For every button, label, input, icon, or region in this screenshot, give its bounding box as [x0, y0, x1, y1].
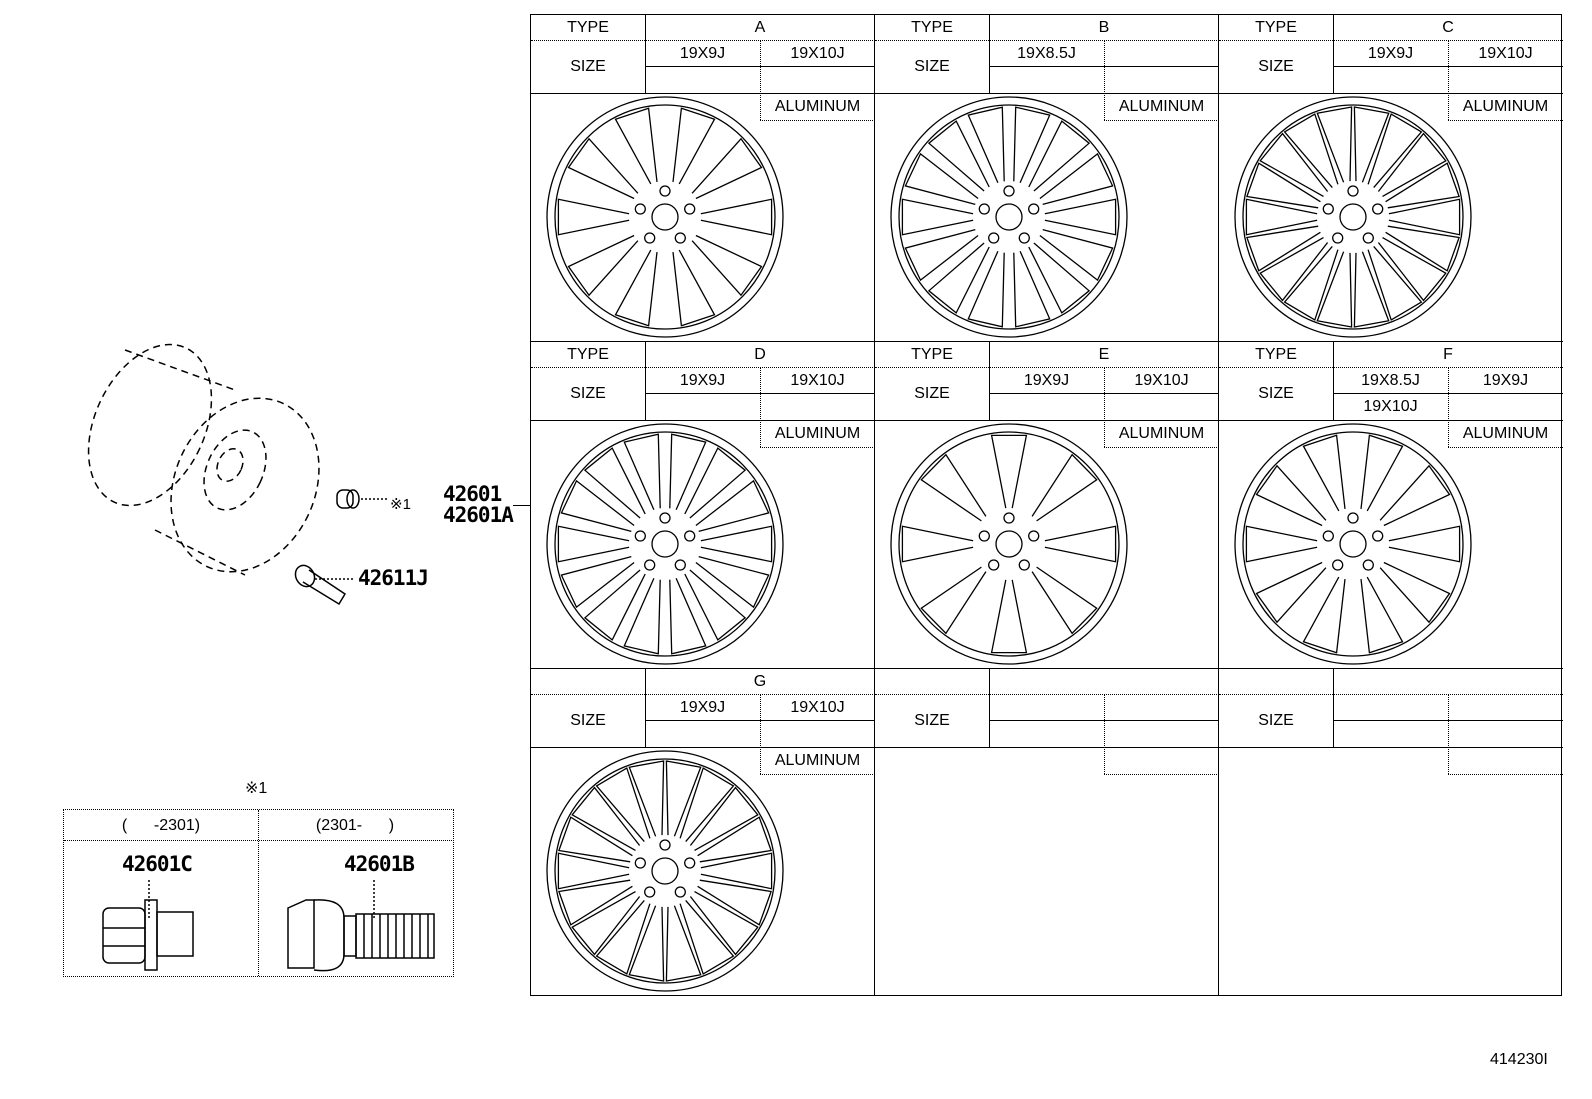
- wheel-type-cell-b: TYPE B SIZE 19X8.5J ALUMINUM: [875, 15, 1219, 342]
- wheel-drawing-icon: [890, 96, 1128, 338]
- lug-table-title: ※1: [245, 780, 268, 797]
- wheel-type-cell-e: TYPE E SIZE 19X9J 19X10J ALUMINUM: [875, 342, 1219, 669]
- size-label: SIZE: [570, 58, 606, 75]
- wheel-type-table: TYPE A SIZE 19X9J 19X10J ALUMINUM TYPE B SIZE 19X…: [530, 14, 1563, 996]
- size-label: SIZE: [570, 385, 606, 402]
- type-value: C: [1442, 19, 1454, 36]
- wheel-drawing-icon: [890, 423, 1128, 665]
- wheel-type-cell-g: G SIZE 19X9J 19X10J ALUMINUM: [531, 669, 875, 996]
- type-value: B: [1098, 19, 1110, 36]
- tire-illustration: [87, 343, 320, 576]
- lug-table: ( -2301) (2301- ) 42601C 42601B: [63, 809, 454, 977]
- material-label: ALUMINUM: [774, 752, 861, 769]
- wheel-type-cell-a: TYPE A SIZE 19X9J 19X10J ALUMINUM: [531, 15, 875, 342]
- lug-bolt-drawing: [287, 880, 435, 972]
- type-label: TYPE: [911, 19, 953, 36]
- size-value: 19X8.5J: [1361, 372, 1420, 389]
- wheel-drawing-icon: [546, 423, 784, 665]
- size-label: SIZE: [1258, 712, 1294, 729]
- size-value: 19X10J: [790, 372, 845, 389]
- size-label: SIZE: [914, 712, 950, 729]
- wheel-part-number-alt: 42601A: [443, 503, 514, 527]
- type-label: TYPE: [567, 346, 609, 363]
- wheel-drawing-icon: [546, 96, 784, 338]
- size-label: SIZE: [570, 712, 606, 729]
- nut-ref-label: ※1: [390, 496, 411, 513]
- material-label: ALUMINUM: [774, 98, 861, 115]
- size-value: 19X9J: [1023, 372, 1070, 389]
- size-value: 19X10J: [1478, 45, 1533, 62]
- type-label: TYPE: [1255, 19, 1297, 36]
- lug-range-before: ( -2301): [121, 817, 201, 834]
- size-label: SIZE: [914, 58, 950, 75]
- lug-range-after: (2301- ): [315, 817, 395, 834]
- material-label: ALUMINUM: [1462, 425, 1549, 442]
- material-label: ALUMINUM: [774, 425, 861, 442]
- wheel-type-cell-blank-8: SIZE: [1219, 669, 1563, 996]
- wheel-type-cell-blank-7: SIZE: [875, 669, 1219, 996]
- size-label: SIZE: [914, 385, 950, 402]
- type-label: TYPE: [1255, 346, 1297, 363]
- type-value: F: [1443, 346, 1453, 363]
- size-value: 19X10J: [790, 45, 845, 62]
- size-value: 19X9J: [1367, 45, 1414, 62]
- wheel-drawing-icon: [1234, 96, 1472, 338]
- size-label: SIZE: [1258, 385, 1294, 402]
- material-label: ALUMINUM: [1118, 98, 1205, 115]
- lug-nut-icon: [336, 489, 388, 509]
- wheel-drawing-icon: [546, 750, 784, 992]
- size-value: 19X9J: [679, 45, 726, 62]
- wheel-type-cell-c: TYPE C SIZE 19X9J 19X10J ALUMINUM: [1219, 15, 1563, 342]
- size-value: 19X10J: [1363, 398, 1418, 415]
- wheel-type-cell-d: TYPE D SIZE 19X9J 19X10J ALUMINUM: [531, 342, 875, 669]
- leader-line: [513, 505, 530, 506]
- material-label: ALUMINUM: [1462, 98, 1549, 115]
- type-value: E: [1098, 346, 1110, 363]
- size-value: 19X9J: [679, 372, 726, 389]
- size-value: 19X10J: [1134, 372, 1189, 389]
- type-label: TYPE: [911, 346, 953, 363]
- figure-id: 414230I: [1490, 1051, 1548, 1068]
- type-value: G: [753, 673, 767, 690]
- valve-part-number: 42611J: [358, 566, 429, 590]
- type-value: D: [754, 346, 766, 363]
- lug-nut-drawing: [102, 880, 194, 971]
- size-value: 19X9J: [1482, 372, 1529, 389]
- material-label: ALUMINUM: [1118, 425, 1205, 442]
- type-value: A: [754, 19, 766, 36]
- size-value: 19X8.5J: [1017, 45, 1076, 62]
- size-label: SIZE: [1258, 58, 1294, 75]
- lug-bolt-part-b: 42601B: [344, 852, 415, 876]
- wheel-part-number: 42601: [443, 482, 502, 506]
- wheel-drawing-icon: [1234, 423, 1472, 665]
- type-label: TYPE: [567, 19, 609, 36]
- size-value: 19X9J: [679, 699, 726, 716]
- wheel-type-cell-f: TYPE F SIZE 19X8.5J 19X9J 19X10J ALUMINUM: [1219, 342, 1563, 669]
- size-value: 19X10J: [790, 699, 845, 716]
- lug-nut-part-c: 42601C: [122, 852, 193, 876]
- valve-stem-icon: [294, 564, 355, 606]
